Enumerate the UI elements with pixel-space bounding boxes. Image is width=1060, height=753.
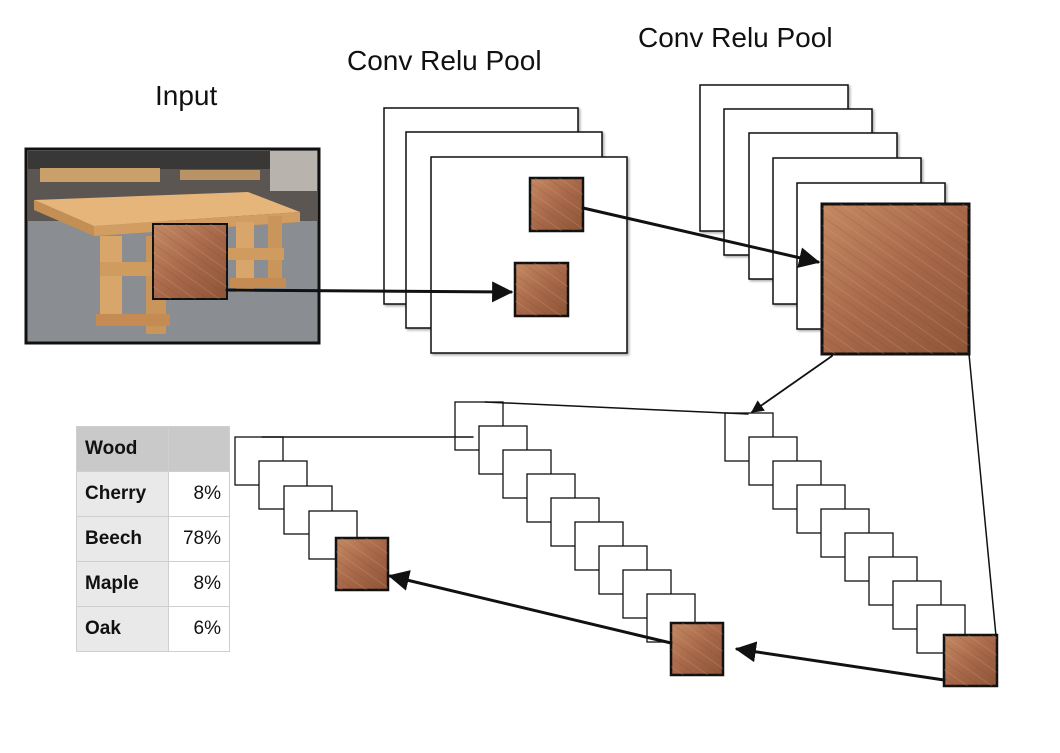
row-value: 6% — [168, 606, 230, 652]
arrow-deep-right-to-middle — [734, 641, 946, 682]
row-value: 78% — [168, 516, 230, 562]
layer2-feature-maps — [699, 84, 971, 356]
table-header-label: Wood — [76, 426, 169, 472]
arrow-input-to-layer1 — [225, 281, 514, 303]
deep-stack-right — [724, 412, 999, 688]
table-header-empty — [168, 426, 230, 472]
arrow-layer1-to-layer2 — [581, 206, 821, 269]
layer1-feature-maps — [383, 107, 628, 354]
table-row: Maple 8% — [76, 561, 230, 607]
connectors — [225, 206, 997, 682]
deep-stack-left — [234, 436, 390, 592]
classification-table: Wood Cherry 8% Beech 78% Maple 8% Oak 6% — [76, 426, 230, 652]
row-value: 8% — [168, 471, 230, 517]
table-header-row: Wood — [76, 426, 230, 472]
table-row: Cherry 8% — [76, 471, 230, 517]
layer1-label: Conv Relu Pool — [347, 45, 542, 76]
row-value: 8% — [168, 561, 230, 607]
row-label: Oak — [76, 606, 169, 652]
input-photo — [24, 147, 321, 345]
arrow-deep-middle-to-left — [387, 570, 673, 645]
line-deep-right-to-middle — [484, 401, 749, 415]
arrow-layer2-to-deep-right — [750, 355, 833, 413]
row-label: Cherry — [76, 471, 169, 517]
layer2-label: Conv Relu Pool — [638, 22, 833, 53]
table-row: Beech 78% — [76, 516, 230, 562]
input-label: Input — [155, 80, 218, 111]
row-label: Beech — [76, 516, 169, 562]
deep-stack-middle — [454, 401, 725, 677]
table-row: Oak 6% — [76, 606, 230, 652]
row-label: Maple — [76, 561, 169, 607]
line-layer2-to-deep-right-patch — [968, 353, 997, 637]
